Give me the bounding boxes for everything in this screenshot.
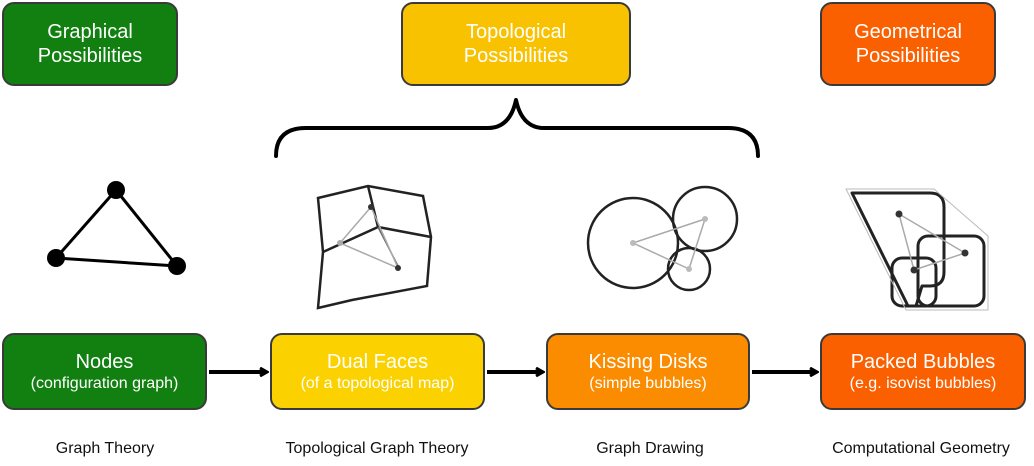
packed-bubbles-icon [850, 191, 986, 308]
geometrical-line2: Possibilities [855, 45, 961, 67]
caption-computational-geometry: Computational Geometry [832, 440, 1010, 457]
nodes-subtitle: (configuration graph) [30, 374, 179, 392]
packed-bubbles-subtitle: (e.g. isovist bubbles) [849, 374, 997, 392]
dual-faces-subtitle: (of a topological map) [300, 374, 455, 392]
geometrical-line1: Geometrical [854, 21, 962, 43]
topological-possibilities-box: Topological Possibilities [401, 2, 631, 86]
dual-faces-icon [316, 184, 433, 310]
nodes-title: Nodes [75, 350, 134, 373]
topological-line1: Topological [465, 21, 567, 43]
geometrical-possibilities-box: Geometrical Possibilities [820, 2, 996, 86]
packed-bubbles-graph-icon [895, 210, 969, 274]
kissing-disks-graph-icon [630, 216, 708, 272]
packed-bubbles-title: Packed Bubbles [850, 350, 996, 373]
graphical-possibilities-box: Graphical Possibilities [2, 2, 178, 86]
dual-faces-graph-icon [337, 204, 401, 271]
graphical-line2: Possibilities [37, 45, 143, 67]
kissing-disks-subtitle: (simple bubbles) [589, 374, 707, 392]
kissing-disks-icon [586, 185, 739, 292]
topological-line2: Possibilities [463, 45, 569, 67]
kissing-disks-title: Kissing Disks [588, 350, 708, 373]
triangle-graph-icon [47, 181, 186, 275]
dual-faces-title: Dual Faces [326, 350, 429, 373]
graphical-line1: Graphical [47, 21, 133, 43]
packed-bubbles-box: Packed Bubbles (e.g. isovist bubbles) [820, 333, 1026, 410]
curly-brace [274, 98, 760, 158]
nodes-box: Nodes (configuration graph) [2, 333, 207, 410]
caption-graph-drawing: Graph Drawing [596, 440, 704, 457]
caption-topological-graph-theory: Topological Graph Theory [285, 440, 469, 457]
packed-bubbles-outline [845, 188, 989, 311]
caption-graph-theory: Graph Theory [55, 440, 155, 457]
kissing-disks-box: Kissing Disks (simple bubbles) [546, 333, 750, 410]
dual-faces-box: Dual Faces (of a topological map) [270, 333, 485, 410]
